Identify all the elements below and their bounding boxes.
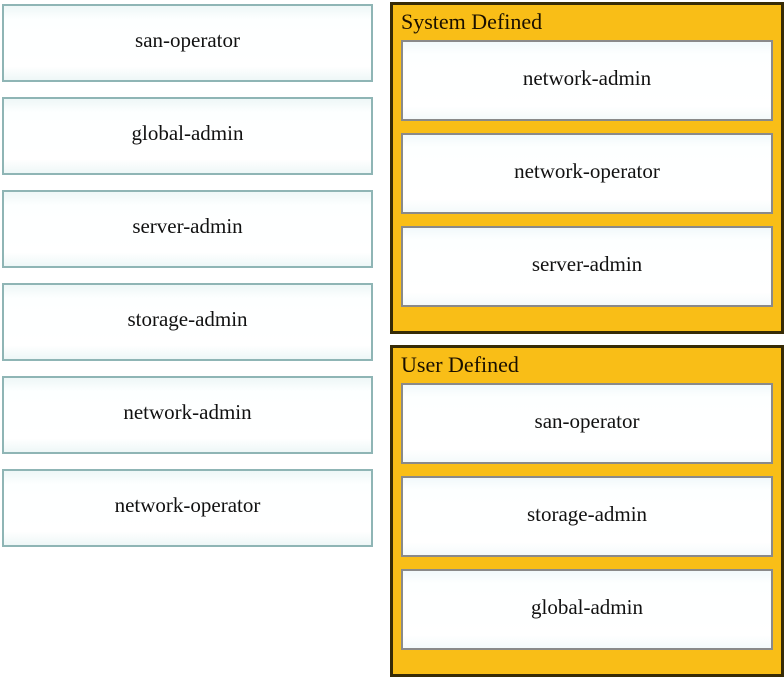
target-item-san-operator[interactable]: san-operator bbox=[401, 383, 773, 464]
target-item-storage-admin[interactable]: storage-admin bbox=[401, 476, 773, 557]
source-item-server-admin[interactable]: server-admin bbox=[2, 190, 373, 268]
source-item-san-operator[interactable]: san-operator bbox=[2, 4, 373, 82]
target-item-server-admin[interactable]: server-admin bbox=[401, 226, 773, 307]
source-item-storage-admin[interactable]: storage-admin bbox=[2, 283, 373, 361]
target-item-network-admin[interactable]: network-admin bbox=[401, 40, 773, 121]
system-defined-title: System Defined bbox=[401, 9, 543, 34]
source-item-network-operator[interactable]: network-operator bbox=[2, 469, 373, 547]
user-defined-title: User Defined bbox=[401, 352, 519, 377]
target-item-network-operator[interactable]: network-operator bbox=[401, 133, 773, 214]
source-item-global-admin[interactable]: global-admin bbox=[2, 97, 373, 175]
system-defined-panel: System Defined network-admin network-ope… bbox=[390, 2, 784, 334]
target-column: System Defined network-admin network-ope… bbox=[390, 2, 784, 677]
source-column: san-operator global-admin server-admin s… bbox=[2, 4, 373, 547]
user-defined-panel: User Defined san-operator storage-admin … bbox=[390, 345, 784, 677]
target-item-global-admin[interactable]: global-admin bbox=[401, 569, 773, 650]
source-item-network-admin[interactable]: network-admin bbox=[2, 376, 373, 454]
